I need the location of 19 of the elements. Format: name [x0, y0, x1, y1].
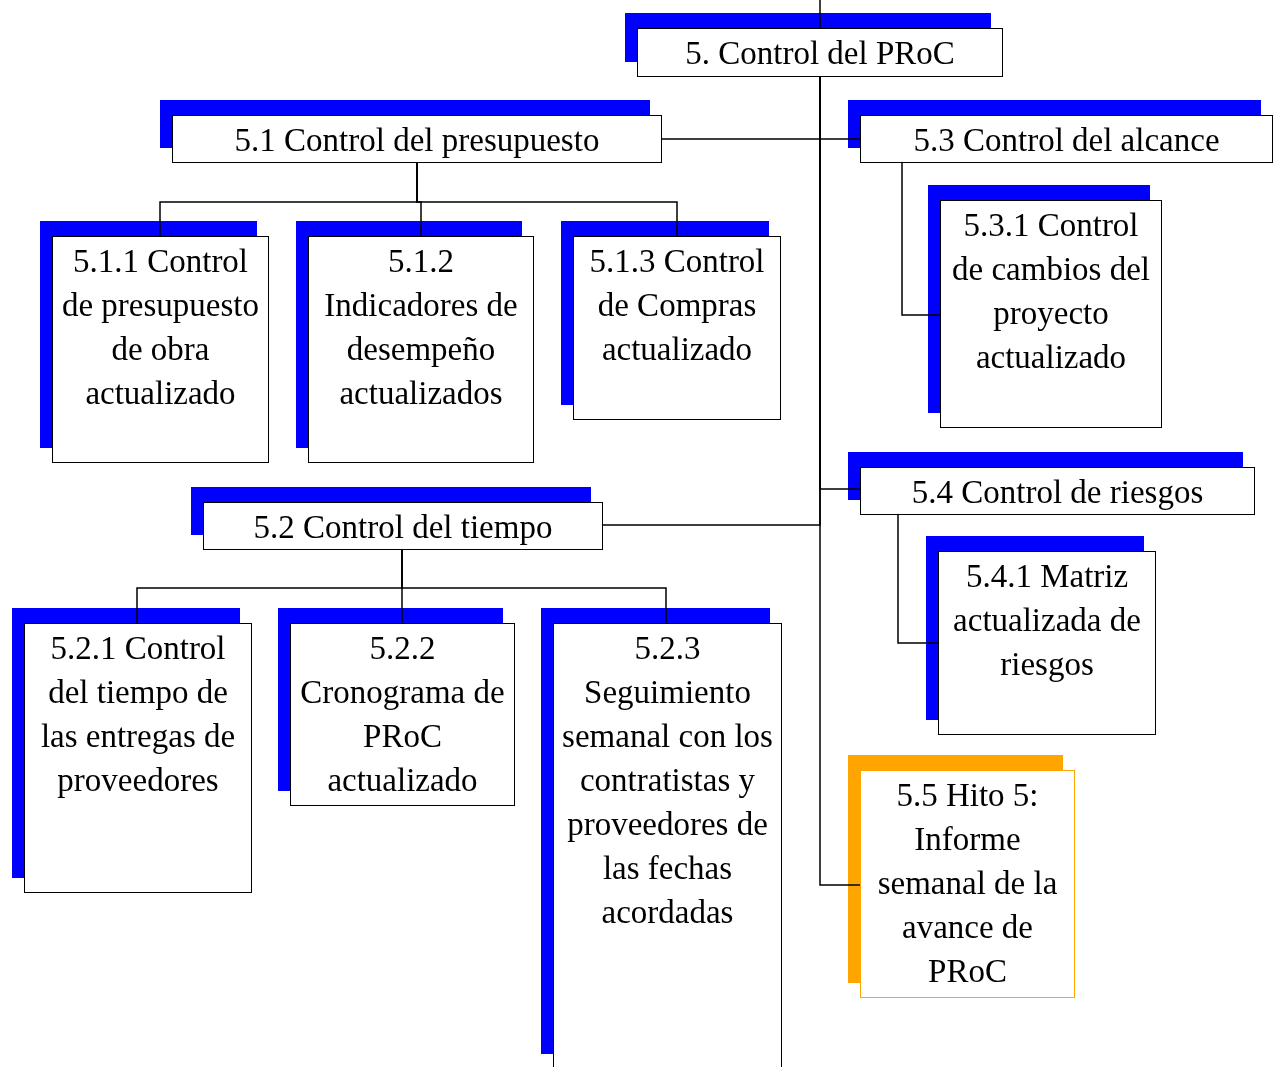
node-label: 5. Control del PRoC	[684, 34, 956, 73]
node-label: 5.2.3 Seguimiento semanal con los contratistas y proveedores de las fechas acordadas	[561, 629, 774, 932]
connector-line	[819, 0, 821, 29]
node-label: 5.3.1 Control de cambios del proyecto actualizado	[951, 206, 1151, 377]
connector-line	[401, 549, 667, 624]
node-label: 5.1 Control del presupuesto	[233, 121, 601, 160]
connector-line	[897, 514, 939, 644]
node-label: 5.2.1 Control del tiempo de las entregas de proveedores	[39, 629, 237, 800]
node-label: 5.2 Control del tiempo	[252, 508, 554, 547]
node-label: 5.1.2 Indicadores de desempeño actualizados	[323, 242, 519, 413]
node-label: 5.3 Control del alcance	[912, 121, 1221, 160]
node-label: 5.5 Hito 5: Informe semanal de la avance de PRoC	[876, 776, 1059, 991]
node-label: 5.2.2 Cronograma de PRoC actualizado	[299, 629, 506, 800]
connector-line	[416, 162, 678, 237]
node-label: 5.1.3 Control de Compras actualizado	[588, 242, 766, 369]
node-label: 5.4.1 Matriz actualizada de riesgos	[952, 557, 1142, 684]
connector-line	[901, 162, 941, 316]
node-label: 5.4 Control de riesgos	[910, 473, 1205, 512]
node-label: 5.1.1 Control de presupuesto de obra actualizado	[60, 242, 260, 413]
